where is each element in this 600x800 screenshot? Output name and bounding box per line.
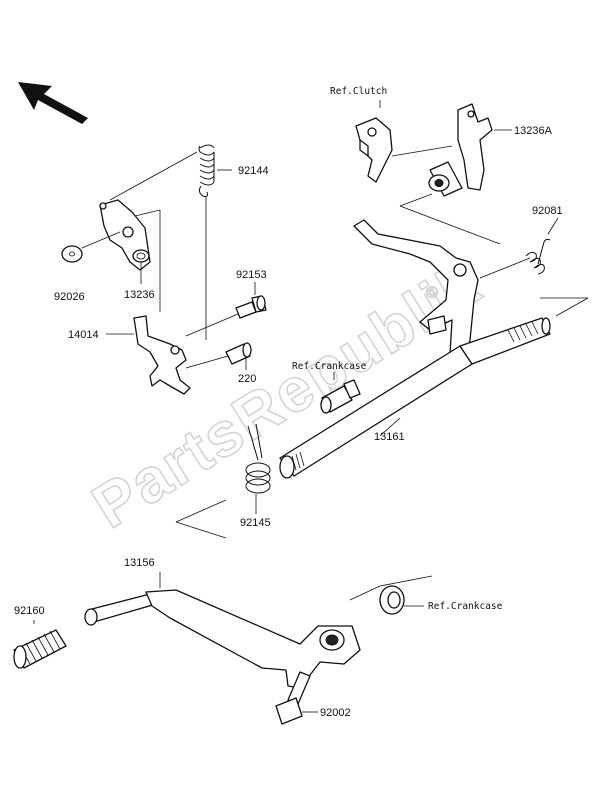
part-label-13236a: 13236A xyxy=(514,125,553,137)
washer-92026 xyxy=(61,245,83,263)
crankcase-ref-pin xyxy=(320,379,361,414)
shift-shaft-13161 xyxy=(279,317,551,479)
spring-92144 xyxy=(198,144,215,197)
pedal-rubber-92160 xyxy=(13,629,67,669)
ref-label-crankcase-upper: Ref.Crankcase xyxy=(292,361,367,372)
part-label-13161: 13161 xyxy=(374,431,405,443)
bolt-92153 xyxy=(235,295,267,319)
clutch-ref-arm xyxy=(355,117,393,183)
part-label-14014: 14014 xyxy=(68,329,99,341)
part-label-92081: 92081 xyxy=(532,205,563,217)
pin-220 xyxy=(225,342,252,365)
cam-plate-13236a xyxy=(457,103,493,191)
washer-crankcase-lower xyxy=(379,585,405,615)
ref-label-clutch: Ref.Clutch xyxy=(330,86,387,97)
part-label-92002: 92002 xyxy=(320,707,351,719)
part-label-220: 220 xyxy=(238,373,256,385)
part-label-92144: 92144 xyxy=(238,165,269,177)
return-spring-92145 xyxy=(245,423,271,494)
ref-label-crankcase-lower: Ref.Crankcase xyxy=(428,601,503,612)
part-label-92153: 92153 xyxy=(236,269,267,281)
part-label-92026: 92026 xyxy=(54,291,85,303)
spring-92081 xyxy=(525,238,551,275)
front-direction-arrow-icon xyxy=(18,82,88,124)
part-label-92145: 92145 xyxy=(240,517,271,529)
collar-13236 xyxy=(132,249,150,263)
part-label-13236: 13236 xyxy=(124,289,155,301)
shift-lever-14014 xyxy=(133,315,191,395)
collar-bush xyxy=(428,161,463,197)
bolt-92002 xyxy=(275,671,311,725)
part-label-13156: 13156 xyxy=(124,557,155,569)
gear-pedal-13156 xyxy=(84,589,361,689)
part-label-92160: 92160 xyxy=(14,605,45,617)
